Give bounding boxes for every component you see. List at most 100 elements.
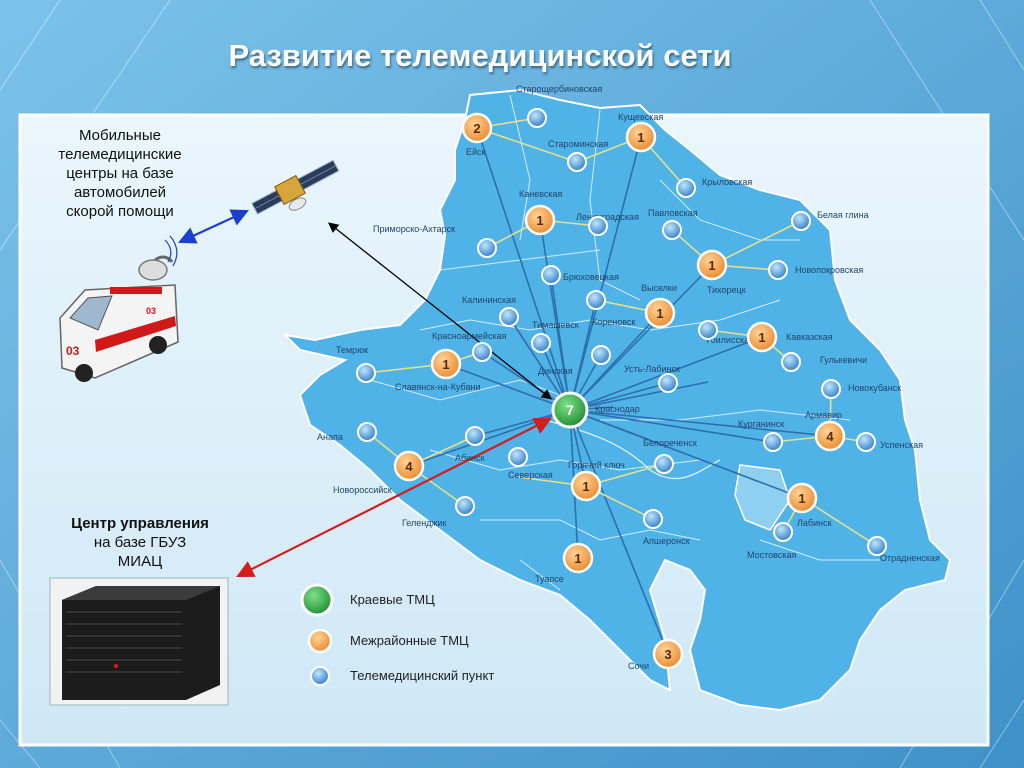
- telemedicine-point: [698, 320, 718, 340]
- control-caption-line: МИАЦ: [117, 553, 163, 570]
- control-center-caption: Центр управления на базе ГБУЗ МИАЦ: [50, 514, 230, 571]
- place-label: Новокубанск: [848, 383, 901, 393]
- place-label: Белая глина: [817, 210, 869, 220]
- svg-text:3: 3: [664, 647, 671, 662]
- place-label: Тимашевск: [532, 320, 579, 330]
- telemedicine-point: [541, 265, 561, 285]
- interdistrict-centers: 2 1 1 1 1 1 1 4 4 1 1 1 3: [393, 112, 846, 670]
- satellite-ambulance-arrow: [178, 209, 249, 244]
- place-label: Северская: [508, 470, 553, 480]
- interdistrict-center: 1: [746, 321, 778, 353]
- place-label: Геленджик: [402, 518, 447, 528]
- mobile-caption-line: Мобильные: [79, 127, 161, 144]
- telemedicine-point: [472, 342, 492, 362]
- place-label: Калининская: [462, 295, 516, 305]
- telemedicine-point: [791, 211, 811, 231]
- mobile-caption-line: телемедицинские: [58, 146, 182, 163]
- regional-hub: 7: [551, 391, 589, 429]
- place-label: Кущевская: [618, 112, 663, 122]
- telemedicine-point: [781, 352, 801, 372]
- control-caption-line: Центр управления: [71, 515, 209, 532]
- place-label: Каневская: [519, 189, 563, 199]
- svg-text:1: 1: [574, 551, 581, 566]
- telemedicine-point: [654, 454, 674, 474]
- place-label: Ейск: [466, 147, 486, 157]
- telemedicine-point: [527, 108, 547, 128]
- legend-interdistrict: Межрайонные ТМЦ: [307, 628, 469, 654]
- place-label: Горячий ключ: [568, 460, 625, 470]
- interdistrict-center: 1: [644, 297, 676, 329]
- telemedicine-point: [856, 432, 876, 452]
- telemedicine-point: [763, 432, 783, 452]
- interdistrict-center: 1: [524, 204, 556, 236]
- svg-text:1: 1: [798, 491, 805, 506]
- place-label: Староминская: [548, 139, 608, 149]
- svg-text:Межрайонные ТМЦ: Межрайонные ТМЦ: [350, 633, 469, 648]
- place-label: Тбилисская: [705, 335, 754, 345]
- telemedicine-point: [773, 522, 793, 542]
- place-label: Крыловская: [702, 177, 752, 187]
- place-label: Старощербиновская: [516, 84, 602, 94]
- telemedicine-point: [567, 152, 587, 172]
- place-label: Темрюк: [336, 345, 368, 355]
- svg-text:1: 1: [758, 330, 765, 345]
- svg-text:Краевые ТМЦ: Краевые ТМЦ: [350, 592, 435, 607]
- place-label: Отрадненская: [880, 553, 940, 563]
- interdistrict-center: 4: [393, 450, 425, 482]
- place-label: Кореновск: [592, 317, 635, 327]
- legend-regional: Краевые ТМЦ: [300, 583, 435, 617]
- interdistrict-center: 1: [696, 249, 728, 281]
- interdistrict-center: 1: [562, 542, 594, 574]
- telemedicine-point: [499, 307, 519, 327]
- telemedicine-point: [357, 422, 377, 442]
- place-label: Апшеронск: [643, 536, 690, 546]
- place-label: Брюховецкая: [563, 272, 619, 282]
- telemedicine-point: [658, 373, 678, 393]
- place-label: Мостовская: [747, 550, 796, 560]
- place-label: Армавир: [805, 410, 842, 420]
- place-labels: Старощербиновская Ейск Староминская Куще…: [317, 84, 940, 671]
- place-label: Кавказская: [786, 332, 833, 342]
- inner-region: [734, 464, 791, 531]
- svg-text:1: 1: [582, 479, 589, 494]
- telemedicine-point: [821, 379, 841, 399]
- svg-text:1: 1: [656, 306, 663, 321]
- satellite-hub-arrow: [327, 222, 553, 400]
- interdistrict-center: 1: [625, 121, 657, 153]
- telemedicine-point: [662, 220, 682, 240]
- control-caption-line: на базе ГБУЗ: [93, 534, 187, 551]
- svg-text:4: 4: [826, 429, 834, 444]
- place-label: Новопокровская: [795, 265, 863, 275]
- place-label: Славянск-на-Кубани: [395, 382, 480, 392]
- interdistrict-center: 3: [652, 638, 684, 670]
- hub-place-label: Краснодар: [595, 404, 640, 414]
- place-label: Тихорецк: [707, 285, 746, 295]
- interdistrict-center: 2: [461, 112, 493, 144]
- place-label: Лабинск: [797, 518, 832, 528]
- telemedicine-point: [867, 536, 887, 556]
- telemedicine-points: [356, 108, 887, 556]
- telemedicine-point: [586, 290, 606, 310]
- control-hub-arrow: [236, 418, 552, 577]
- telemedicine-point: [588, 216, 608, 236]
- svg-text:03: 03: [146, 306, 156, 316]
- place-label: Анапа: [317, 432, 343, 442]
- satellite-icon: [251, 159, 340, 215]
- telemedicine-point: [531, 333, 551, 353]
- legend-point: Телемедицинский пункт: [310, 666, 494, 686]
- telemedicine-point: [477, 238, 497, 258]
- telemedicine-point: [676, 178, 696, 198]
- svg-text:1: 1: [442, 357, 449, 372]
- place-label: Приморско-Ахтарск: [373, 224, 455, 234]
- place-label: Ленинградская: [576, 212, 639, 222]
- telemedicine-point: [356, 363, 376, 383]
- telemedicine-point: [455, 496, 475, 516]
- kuban-river: [544, 419, 721, 480]
- mobile-caption-line: центры на базе: [66, 165, 174, 182]
- place-label: Павловская: [648, 208, 698, 218]
- place-label: Абинск: [455, 453, 485, 463]
- place-label: Гулькевичи: [820, 355, 867, 365]
- telemedicine-point: [508, 447, 528, 467]
- place-label: Новороссийск: [333, 485, 392, 495]
